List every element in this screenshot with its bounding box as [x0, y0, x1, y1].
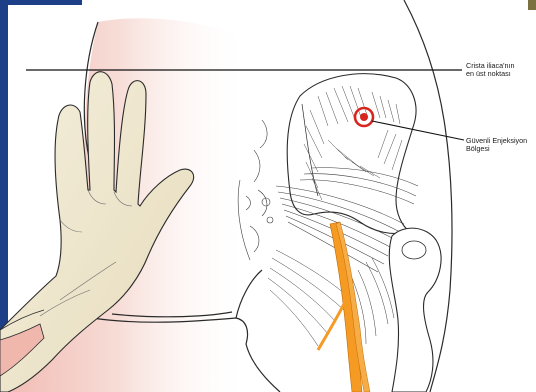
hip-muscle-fibers — [268, 250, 394, 346]
femur-head — [389, 228, 441, 392]
sciatic-nerve — [318, 222, 370, 392]
iliac-crest-label: Crista iliaca'nın en üst noktası — [466, 62, 515, 78]
safe-injection-label: Güvenli Enjeksiyon Bölgesi — [466, 137, 527, 153]
safe-injection-label-line2: Bölgesi — [466, 145, 527, 153]
iliac-crest-label-line2: en üst noktası — [466, 70, 515, 78]
iliac-bone — [287, 74, 416, 234]
